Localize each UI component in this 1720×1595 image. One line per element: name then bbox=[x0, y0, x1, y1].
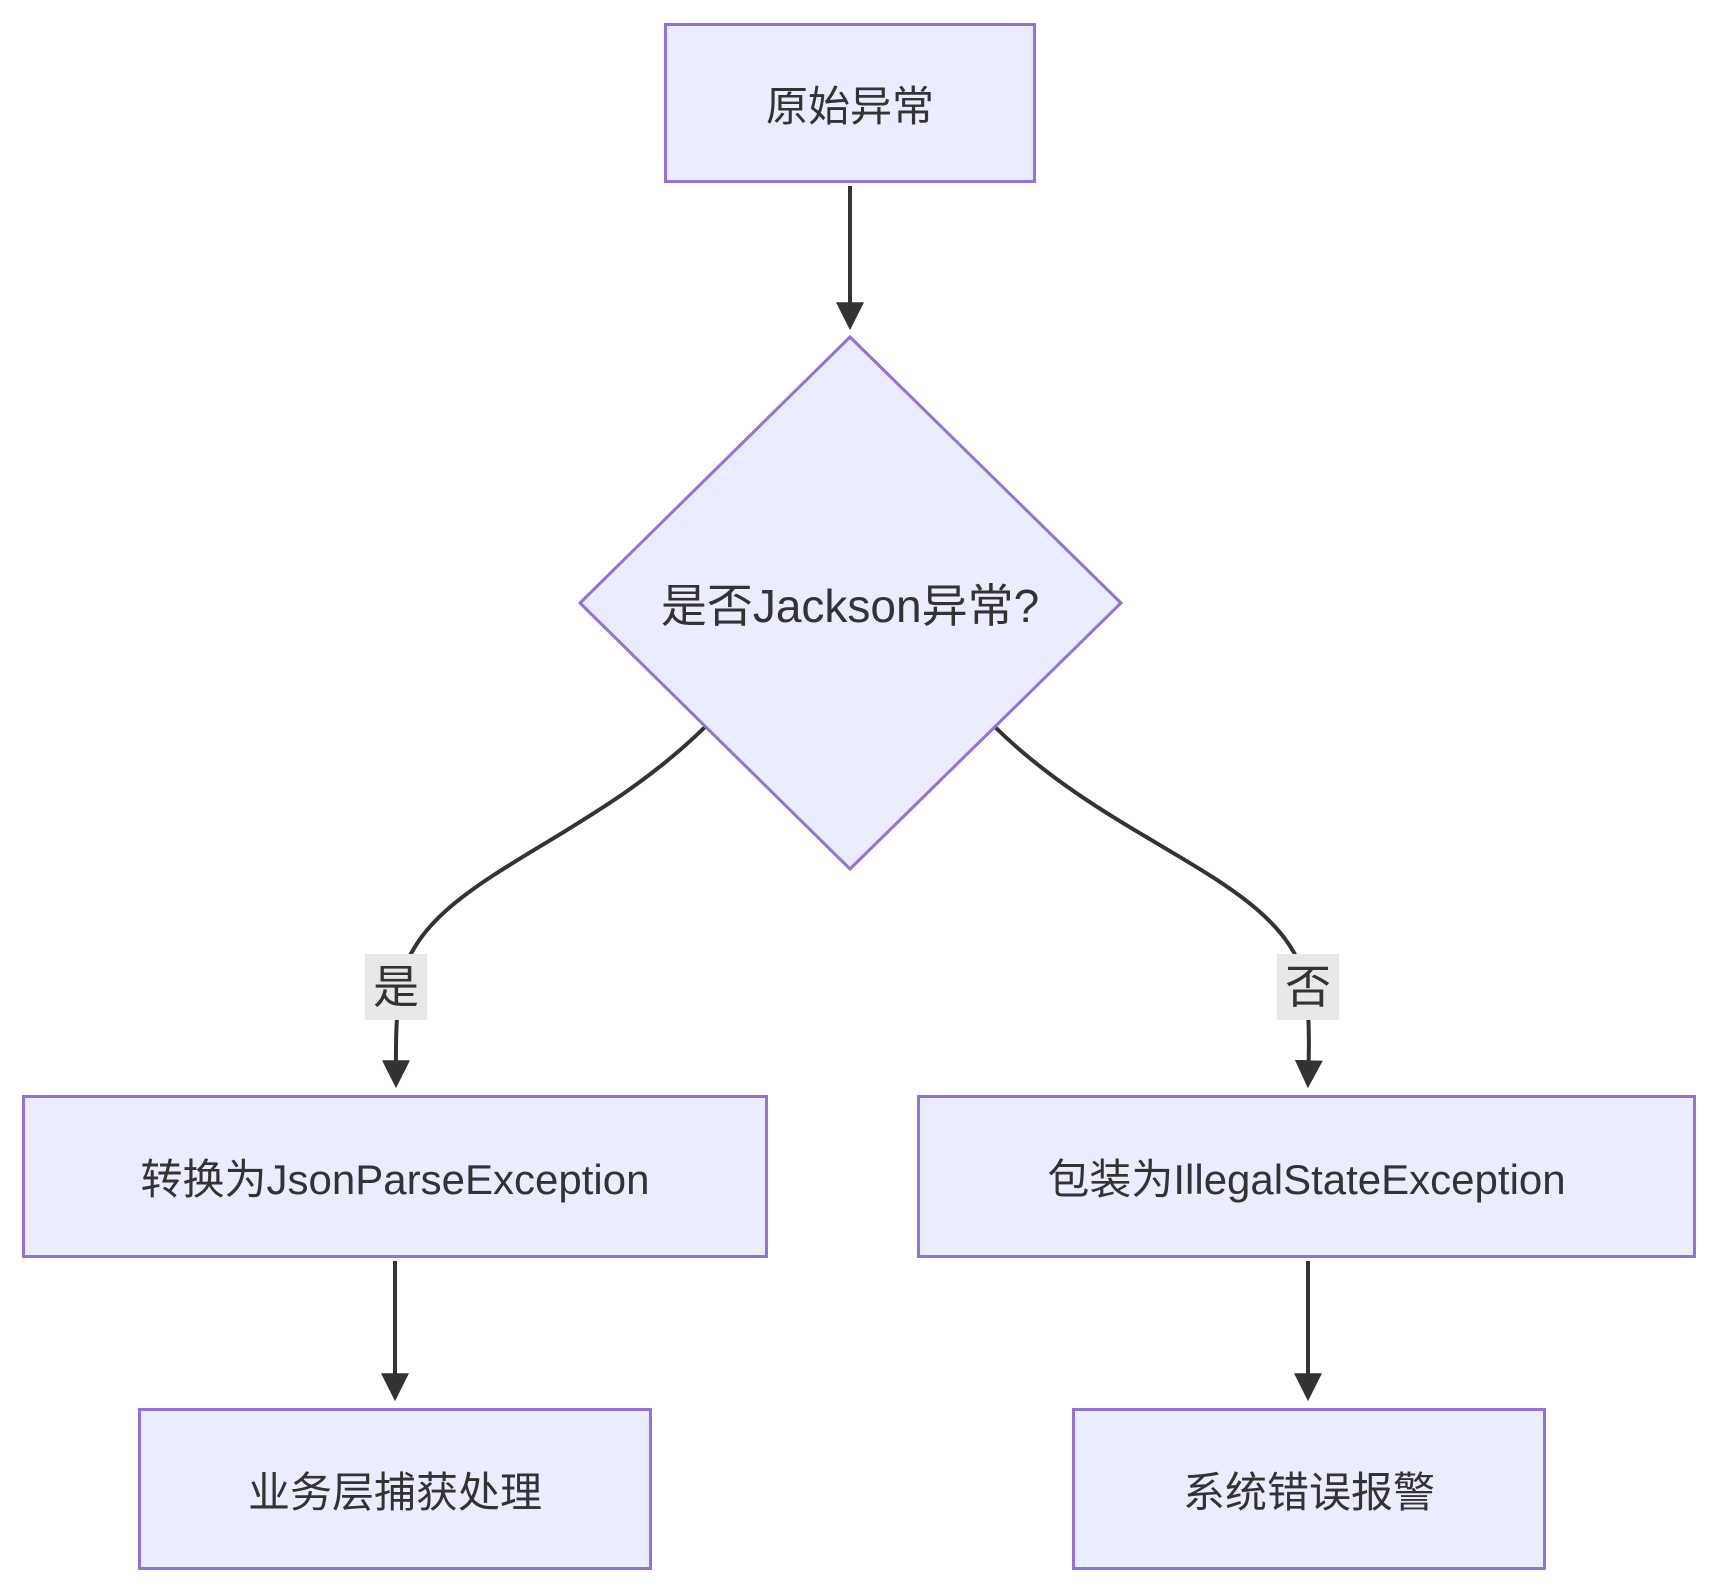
edge-label-no: 否 bbox=[1277, 953, 1339, 1021]
node-business-layer-handle-label: 业务层捕获处理 bbox=[247, 1468, 542, 1516]
decision-diamond-shape bbox=[577, 334, 1124, 872]
node-system-error-alert: 系统错误报警 bbox=[1072, 1408, 1546, 1570]
node-convert-jsonparseexception-label: 转换为JsonParseException bbox=[140, 1156, 650, 1203]
node-wrap-illegalstateexception: 包装为IllegalStateException bbox=[917, 1095, 1696, 1258]
node-wrap-illegalstateexception-label: 包装为IllegalStateException bbox=[1047, 1156, 1566, 1203]
node-system-error-alert-label: 系统错误报警 bbox=[1182, 1468, 1435, 1516]
node-convert-jsonparseexception: 转换为JsonParseException bbox=[22, 1095, 768, 1258]
node-original-exception: 原始异常 bbox=[664, 23, 1036, 183]
edge-label-yes: 是 bbox=[365, 953, 427, 1021]
node-is-jackson-exception-label: 是否Jackson异常? bbox=[660, 580, 1040, 632]
node-business-layer-handle: 业务层捕获处理 bbox=[138, 1408, 652, 1570]
edge-decision-no-to-wrap bbox=[993, 725, 1323, 1089]
edge-decision-yes-to-convert bbox=[381, 725, 707, 1089]
node-original-exception-label: 原始异常 bbox=[765, 82, 934, 130]
